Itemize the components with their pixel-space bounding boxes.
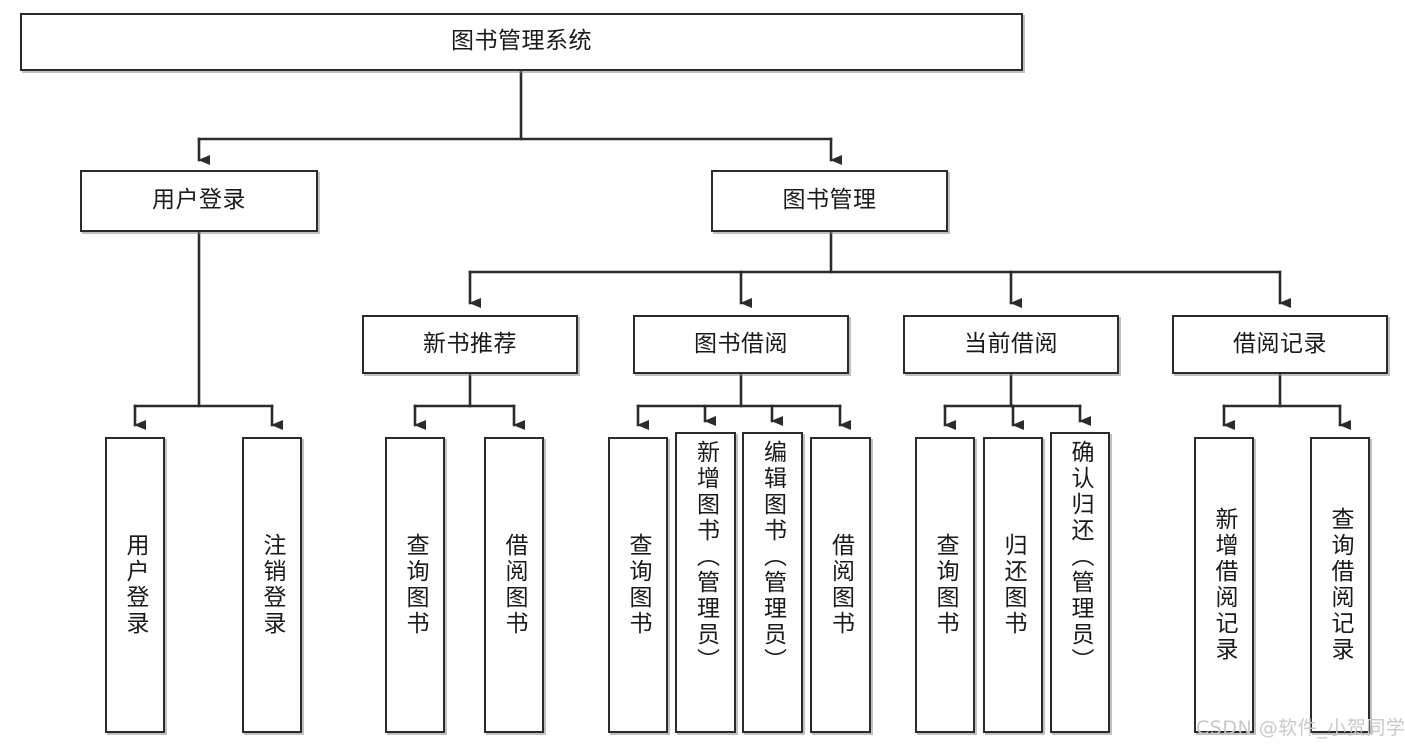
node-leaf-user-login[interactable]: 用户登录 — [105, 437, 165, 733]
node-leaf-query-book-rec-label: 查询图书 — [402, 533, 429, 637]
node-book-management[interactable]: 图书管理 — [711, 170, 948, 232]
node-current-borrow[interactable]: 当前借阅 — [903, 315, 1119, 374]
node-leaf-query-book-borrow-label: 查询图书 — [625, 533, 652, 637]
node-leaf-borrow-book-rec[interactable]: 借阅图书 — [484, 437, 544, 733]
node-leaf-query-book-current[interactable]: 查询图书 — [915, 437, 975, 733]
node-leaf-borrow-book[interactable]: 借阅图书 — [810, 437, 871, 733]
node-leaf-add-book-admin[interactable]: 新增图书（管理员） — [675, 432, 736, 733]
node-leaf-logout-label: 注销登录 — [259, 533, 286, 637]
csdn-watermark: CSDN @软件_小贺同学 — [1196, 717, 1405, 739]
node-borrow-records-label: 借阅记录 — [1233, 330, 1327, 357]
node-leaf-query-borrow-record[interactable]: 查询借阅记录 — [1310, 437, 1370, 733]
node-leaf-logout[interactable]: 注销登录 — [242, 437, 302, 733]
node-book-management-label: 图书管理 — [782, 187, 877, 214]
node-leaf-query-book-rec[interactable]: 查询图书 — [385, 437, 445, 733]
node-leaf-query-borrow-record-label: 查询借阅记录 — [1327, 507, 1354, 663]
node-leaf-borrow-book-label: 借阅图书 — [827, 533, 854, 637]
node-leaf-edit-book-admin-label: 编辑图书（管理员） — [759, 440, 786, 674]
node-user-login[interactable]: 用户登录 — [80, 170, 318, 232]
node-leaf-edit-book-admin[interactable]: 编辑图书（管理员） — [742, 432, 803, 733]
node-current-borrow-label: 当前借阅 — [964, 330, 1058, 357]
node-leaf-add-borrow-record-label: 新增借阅记录 — [1211, 507, 1238, 663]
node-leaf-confirm-return-admin[interactable]: 确认归还（管理员） — [1050, 432, 1110, 733]
node-leaf-confirm-return-admin-label: 确认归还（管理员） — [1067, 440, 1094, 674]
node-leaf-add-book-admin-label: 新增图书（管理员） — [692, 440, 719, 674]
node-leaf-return-book[interactable]: 归还图书 — [983, 437, 1043, 733]
node-leaf-return-book-label: 归还图书 — [1000, 533, 1027, 637]
node-leaf-add-borrow-record[interactable]: 新增借阅记录 — [1194, 437, 1254, 733]
node-leaf-user-login-label: 用户登录 — [122, 533, 149, 637]
node-root-label: 图书管理系统 — [451, 28, 592, 55]
node-book-borrow[interactable]: 图书借阅 — [633, 315, 849, 374]
node-new-book-recommend[interactable]: 新书推荐 — [362, 315, 578, 374]
node-leaf-query-book-borrow[interactable]: 查询图书 — [608, 437, 668, 733]
node-leaf-query-book-current-label: 查询图书 — [932, 533, 959, 637]
node-root[interactable]: 图书管理系统 — [20, 13, 1023, 71]
node-leaf-borrow-book-rec-label: 借阅图书 — [501, 533, 528, 637]
node-user-login-label: 用户登录 — [152, 187, 246, 214]
node-book-borrow-label: 图书借阅 — [694, 330, 788, 357]
node-borrow-records[interactable]: 借阅记录 — [1172, 315, 1388, 374]
node-new-book-recommend-label: 新书推荐 — [423, 330, 517, 357]
